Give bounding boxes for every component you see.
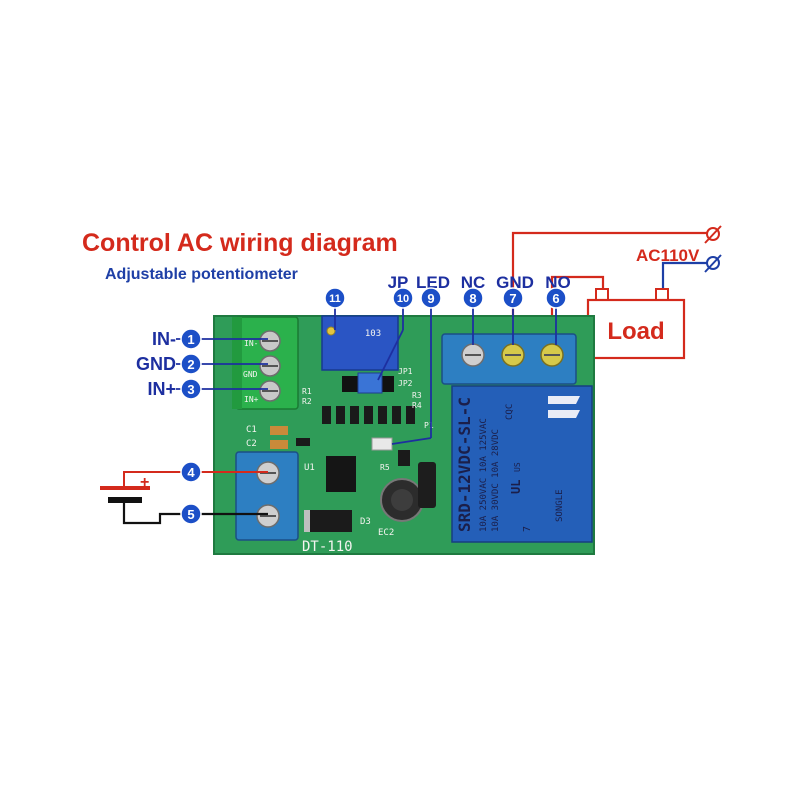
battery-plus-sign: + — [140, 474, 149, 491]
resistor-row — [322, 406, 415, 424]
badge-5: 5 — [180, 503, 202, 525]
relay-model: SRD-12VDC-SL-C — [455, 397, 474, 532]
load-label: Load — [607, 318, 664, 345]
svg-text:7: 7 — [509, 291, 516, 306]
input-terminal-block — [232, 316, 299, 410]
silk-ec2: EC2 — [378, 528, 394, 538]
top-callouts: JP LED NC GND NO 11 10 9 8 7 6 — [324, 273, 571, 445]
badge-2: 2 — [180, 353, 202, 375]
marker-label-no: NO — [545, 273, 571, 292]
svg-text:4: 4 — [187, 465, 195, 480]
ac-voltage-label: AC110V — [636, 246, 700, 265]
svg-text:6: 6 — [552, 291, 559, 306]
relay: SRD-12VDC-SL-C 10A 250VAC 10A 125VAC 10A… — [451, 385, 593, 543]
ac-blue-wire — [661, 261, 708, 290]
silk-u1: U1 — [304, 463, 315, 473]
battery-icon — [100, 486, 150, 503]
relay-cqc-mark: CQC — [505, 404, 515, 420]
power-terminal-block — [235, 451, 299, 541]
silk-in-plus: IN+ — [244, 395, 259, 404]
badge-11: 11 — [324, 287, 346, 309]
songle-logo-icon — [548, 396, 580, 418]
silk-jp2: JP2 — [398, 379, 413, 388]
ac-plug-icon — [704, 225, 722, 273]
input-callouts: IN- GND IN+ 1 2 3 — [136, 328, 268, 400]
silk-jp1: JP1 — [398, 367, 413, 376]
marker-label-nc: NC — [461, 273, 486, 292]
badge-3: 3 — [180, 378, 202, 400]
pcb-board: IN- GND IN+ 103 — [213, 315, 595, 555]
diagram-title: Control AC wiring diagram — [82, 229, 398, 257]
badge-1: 1 — [180, 328, 202, 350]
marker-label-gnd: GND — [496, 273, 534, 292]
electrolytic-capacitor — [380, 478, 424, 522]
svg-text:10: 10 — [397, 293, 409, 305]
relay-pin-mark: 7 — [522, 526, 533, 532]
silk-r3: R3 — [412, 391, 422, 400]
svg-text:8: 8 — [469, 291, 476, 306]
pin-label-in-minus: IN- — [152, 329, 176, 349]
badge-10: 10 — [392, 287, 414, 309]
badge-4: 4 — [180, 461, 202, 483]
badge-6: 6 — [545, 287, 567, 309]
badge-8: 8 — [462, 287, 484, 309]
silk-d3: D3 — [360, 517, 371, 527]
pin-label-in-plus: IN+ — [147, 379, 176, 399]
relay-us-mark: US — [513, 462, 522, 472]
relay-ul-mark: UL — [509, 480, 523, 494]
svg-text:5: 5 — [187, 507, 194, 522]
silk-r4: R4 — [412, 401, 422, 410]
ic-chip — [326, 456, 356, 492]
silk-r1: R1 — [302, 387, 312, 396]
pin-label-gnd: GND — [136, 354, 176, 374]
silk-r2: R2 — [302, 397, 312, 406]
svg-text:9: 9 — [427, 291, 434, 306]
marker-label-jp: JP — [388, 273, 409, 292]
svg-text:3: 3 — [187, 382, 194, 397]
ac-wiring: AC110V Load — [511, 225, 722, 360]
silk-c1: C1 — [246, 425, 257, 435]
silk-r5: R5 — [380, 463, 390, 472]
pot-code: 103 — [365, 329, 381, 339]
svg-text:11: 11 — [329, 293, 341, 305]
board-model: DT-110 — [302, 539, 353, 555]
badge-7: 7 — [502, 287, 524, 309]
silk-p1: P1 — [424, 421, 434, 430]
jumper — [342, 372, 394, 394]
marker-label-led: LED — [416, 273, 450, 292]
load-red-wire — [550, 275, 605, 350]
silk-gnd: GND — [243, 370, 258, 379]
power-supply: + 4 5 — [100, 461, 268, 525]
diode-d3 — [304, 510, 352, 532]
silk-in-minus: IN- — [244, 339, 258, 348]
silk-c2: C2 — [246, 439, 257, 449]
relay-brand: SONGLE — [555, 489, 565, 522]
diagram-subtitle: Adjustable potentiometer — [105, 266, 298, 283]
relay-rating-ac: 10A 250VAC 10A 125VAC — [479, 418, 489, 532]
badge-9: 9 — [420, 287, 442, 309]
load-box — [586, 298, 686, 360]
svg-text:2: 2 — [187, 357, 194, 372]
relay-rating-dc: 10A 30VDC 10A 28VDC — [491, 429, 501, 532]
svg-text:1: 1 — [187, 332, 194, 347]
relay-terminal-block — [441, 333, 577, 385]
